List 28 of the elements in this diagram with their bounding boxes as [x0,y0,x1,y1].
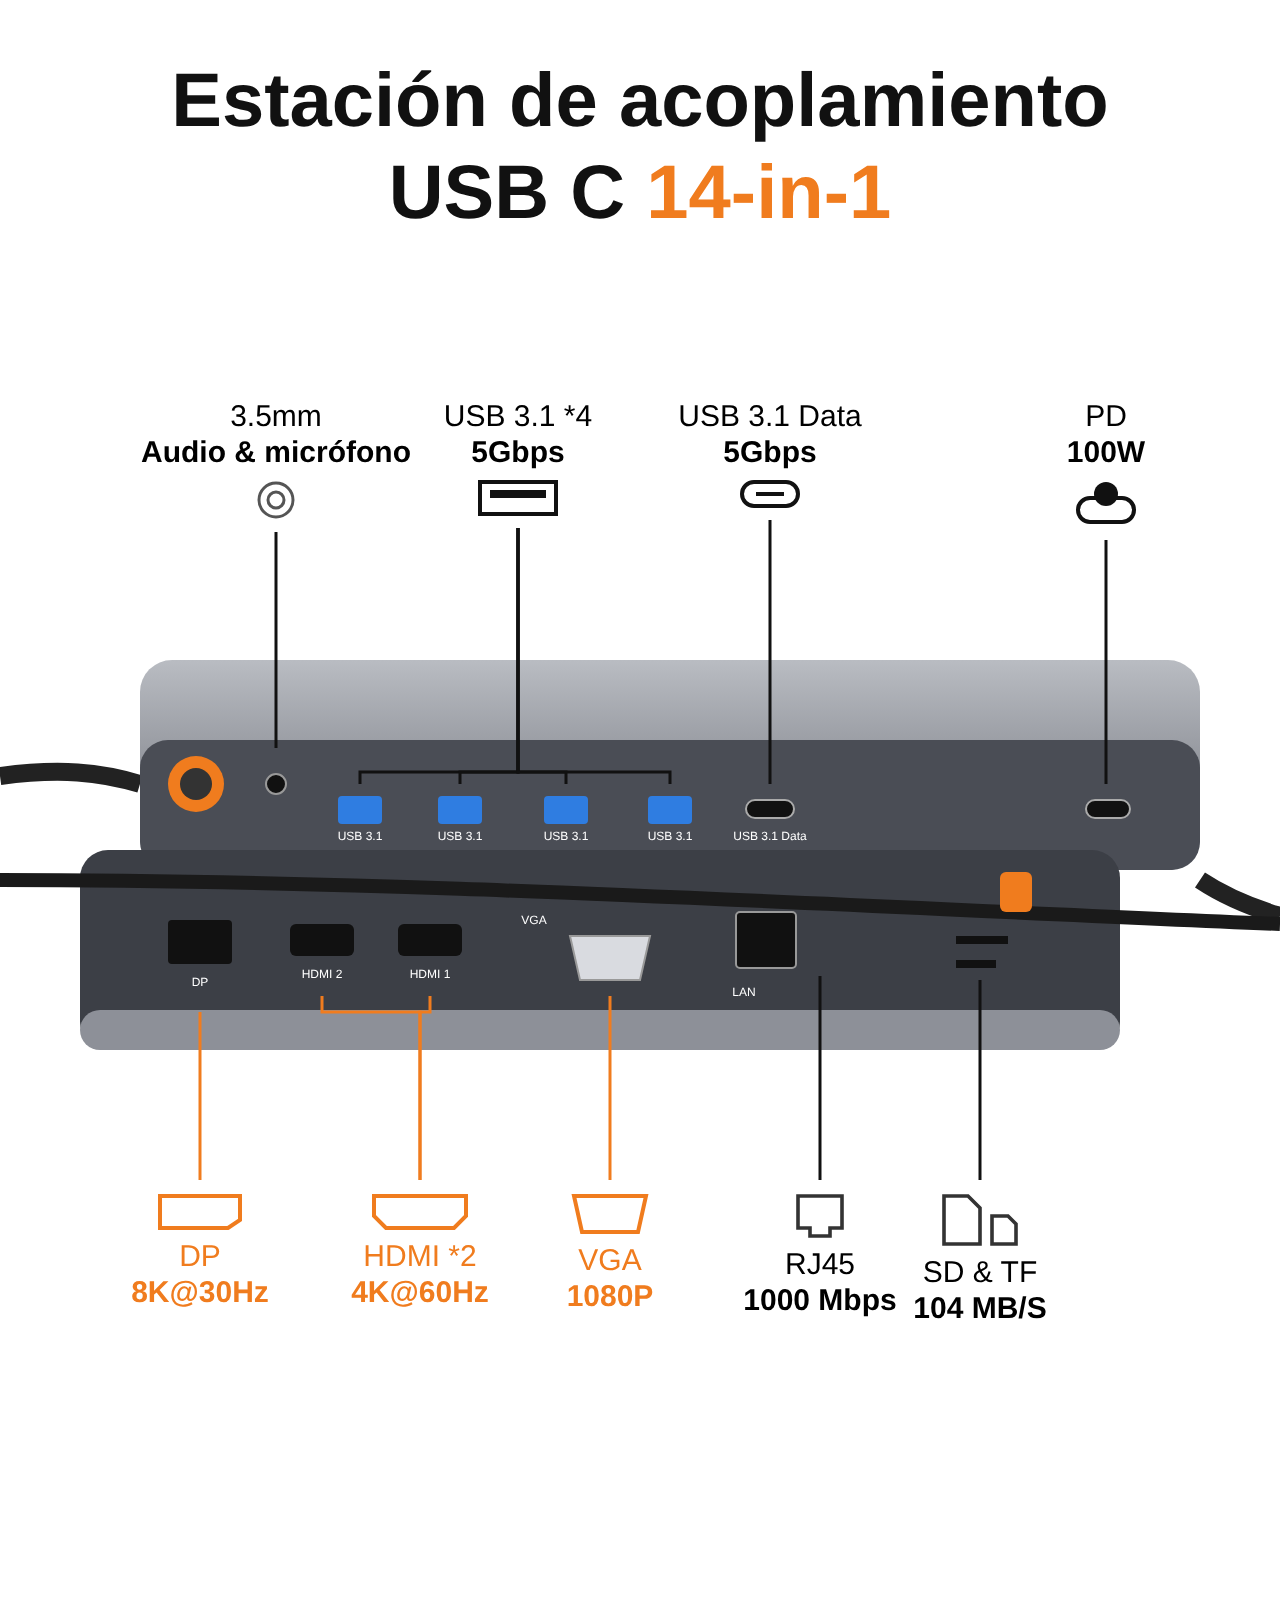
port-name: DP [179,1240,221,1276]
port-spec: 100W [1066,436,1146,472]
leader-line [198,1012,202,1180]
leader-line [418,996,432,1180]
port-name: USB 3.1 Data [678,400,862,436]
port-spec: 1080P [566,1280,654,1316]
port-name: SD & TF [922,1256,1038,1292]
leader-line [516,528,672,784]
port-name: PD [1085,400,1127,436]
port-spec: Audio & micrófono [141,436,411,472]
leader-line [274,532,278,748]
title: Estación de acoplamiento USB C 14-in-1 [169,58,1111,240]
port-spec: 5Gbps [471,436,565,472]
leader-line [1104,540,1108,784]
port-spec: 4K@60Hz [351,1276,489,1312]
leader-line [608,996,612,1180]
port-spec: 8K@30Hz [131,1276,269,1312]
port-spec: 5Gbps [723,436,817,472]
port-spec: 1000 Mbps [743,1284,897,1320]
leader-line [768,520,772,784]
port-name: HDMI *2 [363,1240,477,1276]
port-name: RJ45 [784,1248,856,1284]
port-name: USB 3.1 *4 [443,400,593,436]
leader-line [818,976,822,1180]
leader-line [978,980,982,1180]
port-name: 3.5mm [230,400,322,436]
port-name: VGA [578,1244,642,1280]
port-spec: 104 MB/S [913,1292,1047,1328]
